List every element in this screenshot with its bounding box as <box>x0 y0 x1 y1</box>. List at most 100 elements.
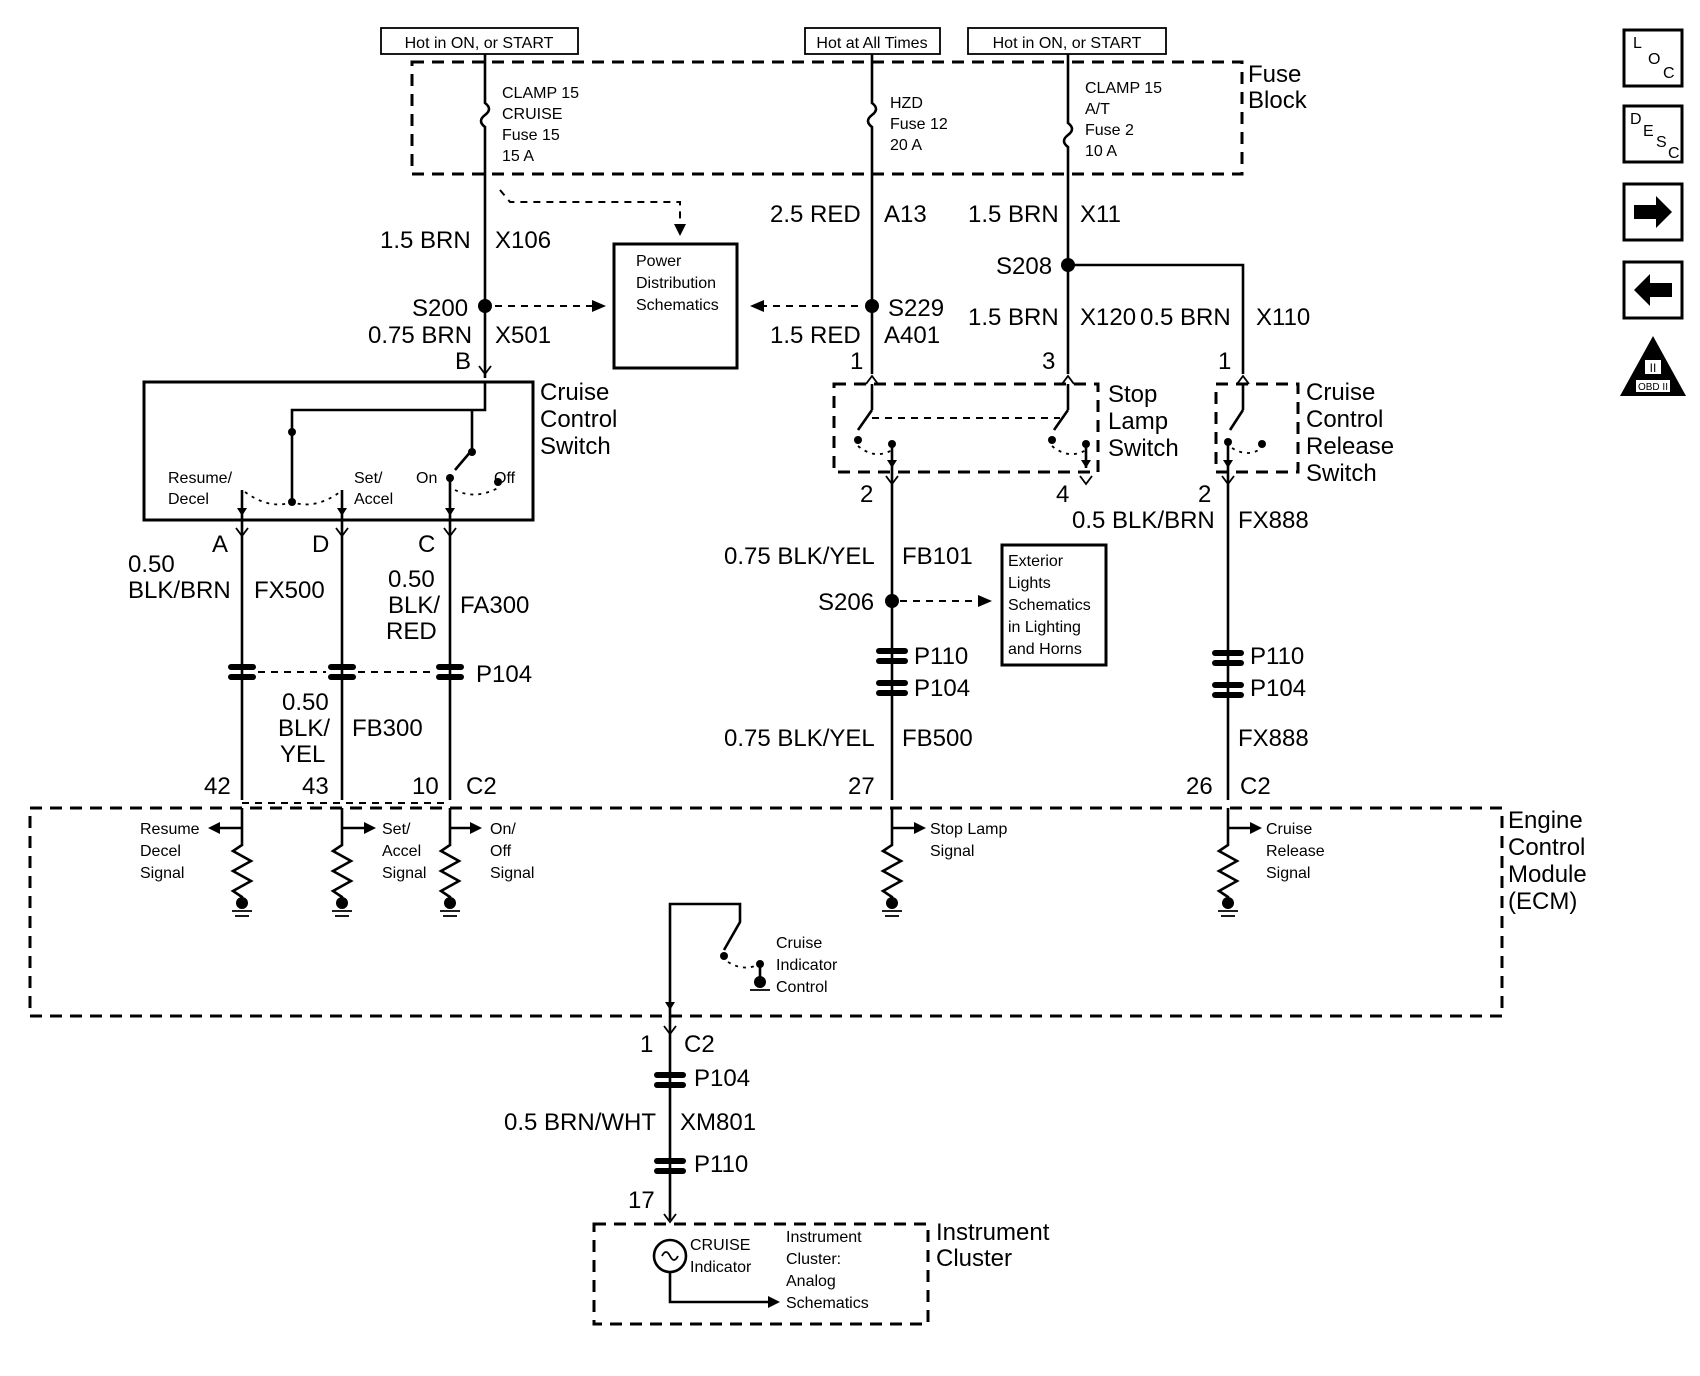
power-dist-label-3: Schematics <box>636 297 719 314</box>
fuse-block-outline <box>410 60 1244 176</box>
wire-label-x110-size: 0.5 BRN <box>1140 304 1231 331</box>
fuse-block-title-2: Block <box>1248 87 1308 114</box>
ext-lights-label-4: in Lighting <box>1008 619 1081 636</box>
pin-stop-2: 2 <box>860 481 873 508</box>
wire-label-fb500: FB500 <box>902 725 973 752</box>
obd-ii-icon[interactable]: II OBD II <box>1620 336 1686 396</box>
pin-c: C <box>418 531 435 558</box>
cruise-release-switch-box <box>1214 382 1300 474</box>
wire-label-x501: X501 <box>495 322 551 349</box>
fuse-block-title: Fuse <box>1248 61 1301 88</box>
connector-p104-left-label: P104 <box>476 661 532 688</box>
ecm-resume-label-3: Signal <box>140 865 184 882</box>
fuse15-label-2: CRUISE <box>502 106 562 123</box>
release-switch-title-2: Control <box>1306 406 1383 433</box>
pin-stop-1: 1 <box>850 348 863 375</box>
connector-p104-left <box>228 664 464 680</box>
wire-label-fb300: FB300 <box>352 715 423 742</box>
power-dist-label-1: Power <box>636 253 682 270</box>
ecm-onoff-label-3: Signal <box>490 865 534 882</box>
desc-icon-letter-1: D <box>1630 111 1642 128</box>
ecm-set-label-2: Accel <box>382 843 421 860</box>
wire-label-a401-size: 1.5 RED <box>770 322 861 349</box>
pin-rel-2: 2 <box>1198 481 1211 508</box>
ext-lights-label-2: Lights <box>1008 575 1051 592</box>
ic-cruise-label-1: CRUISE <box>690 1237 750 1254</box>
forward-arrow-icon[interactable] <box>1622 182 1684 242</box>
loc-icon-letter-3: C <box>1663 65 1675 82</box>
connector-c2-right-label: C2 <box>1240 773 1271 800</box>
wire-label-fb300-size1: 0.50 <box>282 689 329 716</box>
wire-label-xm801: XM801 <box>680 1109 756 1136</box>
stop-switch-title-3: Switch <box>1108 435 1179 462</box>
fuse15-symbol <box>479 54 491 180</box>
release-switch-title-3: Release <box>1306 433 1394 460</box>
stop-switch-title-1: Stop <box>1108 381 1157 408</box>
fuse2-symbol <box>1062 54 1074 374</box>
splice-s208-label: S208 <box>996 253 1052 280</box>
ecm-title-2: Control <box>1508 834 1585 861</box>
connector-p110-bottom-label: P110 <box>694 1151 748 1178</box>
connector-p110-stop-label: P110 <box>914 643 968 670</box>
splice-s206-label: S206 <box>818 589 874 616</box>
fuse15-label-4: 15 A <box>502 148 534 165</box>
ecm-outline <box>28 806 1504 1018</box>
ecm-release-label-3: Signal <box>1266 865 1310 882</box>
ecm-onoff-label-2: Off <box>490 843 512 860</box>
wire-x110 <box>1068 263 1245 374</box>
cruise-switch-set-1: Set/ <box>354 470 383 487</box>
loc-icon[interactable]: L O C <box>1622 28 1684 88</box>
pin-ecm-27: 27 <box>848 773 875 800</box>
ecm-input-resume <box>208 808 254 917</box>
wire-label-x11-size: 1.5 BRN <box>968 201 1059 228</box>
ecm-indicator-label-2: Indicator <box>776 957 838 974</box>
wire-label-x120-size: 1.5 BRN <box>968 304 1059 331</box>
connectors-stop-column <box>876 648 908 696</box>
pin-a: A <box>212 531 228 558</box>
pin-b: B <box>455 348 471 375</box>
connector-p110-bottom <box>654 1158 686 1174</box>
ext-lights-label-3: Schematics <box>1008 597 1091 614</box>
wire-label-x106-size: 1.5 BRN <box>380 227 471 254</box>
ic-title-1: Instrument <box>936 1219 1050 1246</box>
obd-ii-roman: II <box>1650 361 1657 375</box>
svg-text:Hot at All Times: Hot at All Times <box>816 35 927 52</box>
instrument-cluster-outline <box>592 1222 930 1326</box>
connector-c2-left-label: C2 <box>466 773 497 800</box>
power-label-middle: Hot at All Times <box>804 27 941 55</box>
back-arrow-icon[interactable] <box>1622 260 1684 320</box>
wire-label-fa300-size1: 0.50 <box>388 566 435 593</box>
pin-ecm-10: 10 <box>412 773 439 800</box>
wire-label-fx888-bottom: FX888 <box>1238 725 1309 752</box>
svg-text:Hot in ON, or START: Hot in ON, or START <box>993 35 1142 52</box>
desc-icon[interactable]: D E S C <box>1622 104 1684 164</box>
power-distribution-box <box>612 242 739 370</box>
ecm-input-stop <box>880 808 926 917</box>
wire-label-a13: A13 <box>884 201 927 228</box>
wire-label-fb500-size: 0.75 BLK/YEL <box>724 725 875 752</box>
pin-ecm-1: 1 <box>640 1031 653 1058</box>
wire-label-fb101-size: 0.75 BLK/YEL <box>724 543 875 570</box>
fuse15-label-3: Fuse 15 <box>502 127 560 144</box>
fuse2-label-4: 10 A <box>1085 143 1117 160</box>
ecm-input-onoff <box>438 808 482 917</box>
splice-s200-label: S200 <box>412 295 468 322</box>
loc-icon-letter-1: L <box>1633 35 1642 52</box>
cruise-switch-off: Off <box>494 470 516 487</box>
desc-icon-letter-2: E <box>1643 123 1654 140</box>
ecm-indicator-label-3: Control <box>776 979 828 996</box>
wire-label-fx888-top: FX888 <box>1238 507 1309 534</box>
ecm-title-1: Engine <box>1508 807 1583 834</box>
ic-ref-label-3: Analog <box>786 1273 836 1290</box>
ext-lights-label-5: and Horns <box>1008 641 1082 658</box>
pin-stop-4: 4 <box>1056 481 1069 508</box>
wire-label-fx500-size2: BLK/BRN <box>128 577 231 604</box>
pin-ecm-42: 42 <box>204 773 231 800</box>
wire-label-fa300-size2: BLK/ <box>388 592 440 619</box>
connector-p110-release-label: P110 <box>1250 643 1304 670</box>
cruise-switch-on: On <box>416 470 437 487</box>
pin-ecm-26: 26 <box>1186 773 1213 800</box>
cruise-switch-resume-2: Decel <box>168 491 209 508</box>
ecm-input-release <box>1216 808 1262 917</box>
